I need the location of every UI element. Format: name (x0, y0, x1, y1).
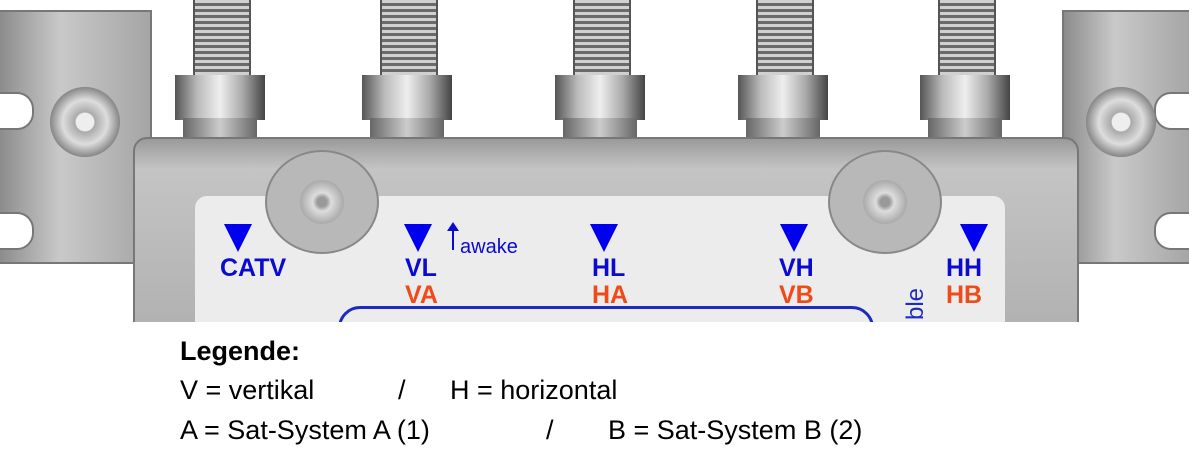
arrow-down-icon (780, 224, 808, 252)
f-connector-vl (362, 0, 452, 140)
legend-a: A = Sat-System A (1) (180, 415, 430, 445)
arrow-up-icon (447, 222, 459, 250)
side-text: ble (902, 287, 930, 321)
legend-title: Legende: (180, 336, 301, 366)
screw-icon (300, 180, 344, 224)
right-mounting-bracket (1062, 10, 1189, 264)
arrow-down-icon (590, 224, 618, 252)
legend-separator: / (546, 415, 554, 445)
port-label-vl: VL (405, 254, 437, 282)
screw-boss (265, 150, 379, 254)
legend-v: V = vertikal (180, 375, 315, 405)
port-label-hb: HB (946, 281, 983, 309)
legend-h: H = horizontal (450, 375, 618, 405)
port-label-vh: VH (779, 254, 814, 282)
legend-separator: / (398, 375, 406, 405)
f-connector-catv (175, 0, 265, 140)
screw-icon (1086, 87, 1156, 157)
left-mounting-bracket (0, 10, 152, 264)
f-connector-vh (738, 0, 828, 140)
legend-line-2: A = Sat-System A (1) / B = Sat-System B … (180, 415, 862, 446)
screw-icon (50, 87, 120, 157)
port-label-hl: HL (592, 254, 626, 282)
screw-icon (863, 180, 907, 224)
mount-slot (0, 212, 34, 250)
mount-slot (0, 92, 34, 130)
arrow-down-icon (404, 224, 432, 252)
legend-b: B = Sat-System B (2) (608, 415, 863, 445)
f-connector-hh (920, 0, 1010, 140)
port-label-vb: VB (779, 281, 814, 309)
mount-slot (1154, 212, 1189, 250)
port-label-hh: HH (946, 254, 983, 282)
port-label-ha: HA (592, 281, 629, 309)
arrow-down-icon (960, 224, 988, 252)
mount-slot (1154, 92, 1189, 130)
legend-line-1: V = vertikal / H = horizontal (180, 375, 617, 406)
arrow-down-icon (224, 224, 252, 252)
screw-boss (828, 150, 942, 254)
port-label-catv: CATV (220, 254, 287, 282)
multiswitch-photo: CATV VL VA HL HA VH VB HH HB awake ble (0, 0, 1189, 322)
f-connector-hl (555, 0, 645, 140)
port-label-va: VA (405, 281, 438, 309)
awake-label: awake (460, 236, 518, 258)
